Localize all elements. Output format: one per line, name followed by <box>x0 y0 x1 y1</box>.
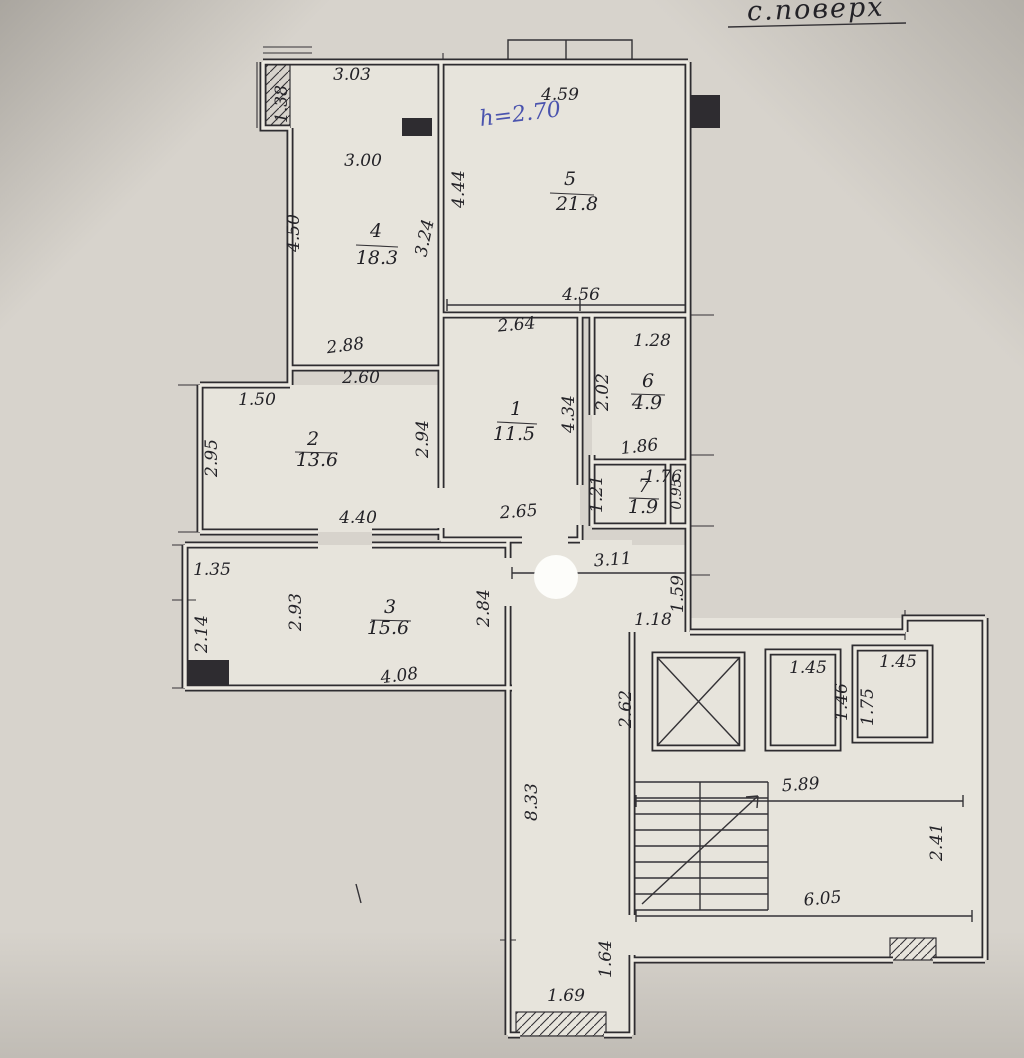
room-5-number: 5 <box>564 168 576 190</box>
dim-room6-width-bottom: 1.86 <box>620 435 660 459</box>
room-1-fraction-line <box>496 421 538 425</box>
dim-stair-hall-width: 5.89 <box>781 774 820 797</box>
dim-stair-block-width: 6.05 <box>803 887 842 910</box>
room-4-number: 4 <box>369 220 382 242</box>
dim-room7-width: 1.76 <box>644 467 682 487</box>
room-3-number: 3 <box>384 596 396 618</box>
balcony-parapet-lines <box>507 39 633 62</box>
dim-room3-width-top-part: 1.35 <box>193 560 231 580</box>
room-6-number: 6 <box>642 370 654 392</box>
stair-treads <box>634 781 769 911</box>
room-6-fraction-line <box>630 393 666 396</box>
room-2-floor <box>200 385 441 532</box>
room-interior-fills <box>185 62 985 1035</box>
room-3-fraction-line <box>370 619 412 622</box>
room-7-fraction-line <box>628 497 660 500</box>
dim-stair-block-height-right: 2.41 <box>927 823 947 862</box>
dim-room3-height-right: 2.84 <box>474 589 494 628</box>
room-4-area: 18.3 <box>356 247 398 269</box>
room-5-floor <box>441 62 688 315</box>
dim-corridor-end-height: 1.64 <box>596 940 616 978</box>
dim-room6-height: 2.02 <box>593 373 613 412</box>
dim-room7-height-right: 0.95 <box>669 478 685 509</box>
dim-balcony-width: 3.03 <box>333 65 371 85</box>
stray-pen-mark <box>355 883 362 904</box>
dim-hall-depth: 1.59 <box>668 575 688 613</box>
top-right-wall-pier <box>690 95 720 128</box>
vestibule-floor <box>632 545 688 632</box>
dim-room2-width-bottom: 4.40 <box>338 508 377 528</box>
dim-shaft2-width: 1.45 <box>879 652 917 672</box>
room-4-fraction-line <box>355 244 399 248</box>
stairwell-window-hatch <box>889 937 937 961</box>
page-title: с.поверх <box>746 0 885 27</box>
dim-room2-width-left-part: 1.50 <box>238 390 276 410</box>
dim-room4-width: 3.00 <box>344 151 382 171</box>
room-2-area: 13.6 <box>296 449 338 471</box>
dim-room5-width: 4.59 <box>540 85 579 105</box>
room-1-area: 11.5 <box>493 423 535 445</box>
dim-room2-width-top: 2.60 <box>341 368 380 388</box>
dim-hall-door-width: 1.18 <box>634 610 672 630</box>
dim-shaft1-width: 1.45 <box>789 658 827 678</box>
room-2-number: 2 <box>306 428 319 450</box>
dim-room3-height-mid: 2.93 <box>286 593 306 632</box>
room-3-area: 15.6 <box>367 617 409 639</box>
dim-room1-width-top: 2.64 <box>496 313 536 336</box>
dim-room1-width-bottom: 2.65 <box>498 501 538 524</box>
dim-room2-height: 2.95 <box>202 439 222 478</box>
room4-wall-pier <box>402 118 432 136</box>
correction-fluid-blob <box>534 555 578 599</box>
stair-direction-arrow <box>641 795 759 905</box>
room-1-number: 1 <box>510 398 522 420</box>
dim-hall-width: 3.11 <box>593 549 632 572</box>
stair-hall-floor <box>632 618 985 960</box>
dimension-labels-vertical: 1.38 4.50 3.24 4.44 2.94 4.34 2.02 1.21 … <box>192 85 947 978</box>
dim-corridor-end-width: 1.69 <box>547 986 585 1006</box>
room3-wall-pier <box>187 660 229 686</box>
room-1-floor <box>441 315 580 540</box>
room-5-area: 21.8 <box>555 193 598 215</box>
dim-room5-width-bottom: 4.56 <box>561 285 600 305</box>
dim-room1-height-left: 2.94 <box>413 420 433 459</box>
rooms-6-7-floor <box>592 315 688 526</box>
dim-shaft1-depth: 1.46 <box>832 683 852 721</box>
dim-balcony-depth: 1.38 <box>272 85 292 123</box>
dim-room5-height: 4.44 <box>449 170 469 209</box>
balcony-edge-lines <box>256 46 312 128</box>
dim-shaft2-depth: 1.75 <box>858 688 878 726</box>
dim-room7-height-left: 1.21 <box>587 475 607 513</box>
dim-stair-hall-height-left: 2.62 <box>616 690 636 729</box>
title-underline <box>727 22 907 28</box>
dim-room3-width-bottom: 4.08 <box>378 664 419 689</box>
dim-room1-height-right: 4.34 <box>559 395 579 434</box>
dim-corridor-length: 8.33 <box>522 783 542 821</box>
room-5-fraction-line <box>549 192 595 196</box>
room-7-number: 7 <box>638 475 651 497</box>
dim-room6-width-top: 1.28 <box>633 331 671 351</box>
room-7-area: 1.9 <box>628 496 658 518</box>
dim-line-room5-bottom <box>446 299 689 311</box>
room-3-floor <box>185 545 512 688</box>
room-6-area: 4.9 <box>631 392 662 414</box>
dim-room4-width-bottom: 2.88 <box>324 334 365 359</box>
elevator-shaft-cross <box>654 654 743 749</box>
dim-room3-height-left: 2.14 <box>192 615 212 654</box>
room-labels: 4 18.3 5 21.8 1 11.5 6 4.9 7 1.9 2 13.6 … <box>294 168 666 639</box>
dim-line-stair-block <box>635 910 973 922</box>
room-2-fraction-line <box>294 451 336 454</box>
corridor-end-window-hatch <box>515 1011 607 1037</box>
dim-room4-height: 4.50 <box>284 214 304 253</box>
room-4-floor <box>290 62 441 368</box>
dimension-labels-horizontal: 3.03 3.00 2.88 4.59 4.56 2.64 2.65 1.28 … <box>193 65 917 1006</box>
dim-line-stair-hall <box>635 795 964 807</box>
corridor-floor <box>508 540 632 1035</box>
